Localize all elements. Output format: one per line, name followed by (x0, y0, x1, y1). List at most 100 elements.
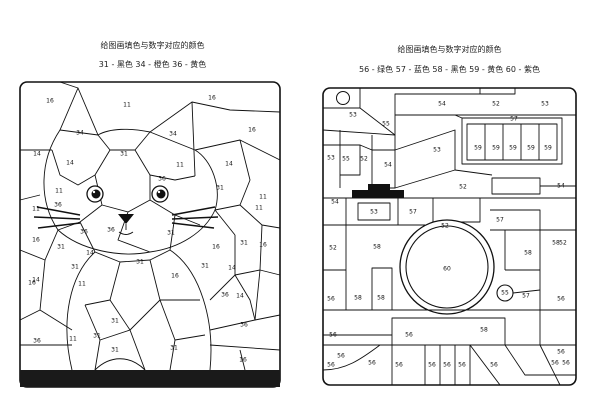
cat-region-number: 36 (33, 338, 41, 345)
camera-region-number: 57 (409, 209, 417, 216)
cat-region-number: 14 (33, 151, 41, 158)
cat-region-number: 36 (80, 229, 88, 236)
cat-region-number: 14 (225, 161, 233, 168)
camera-region-number: 53 (370, 209, 378, 216)
cat-whiskers (33, 206, 219, 229)
camera-region-number: 53 (327, 155, 335, 162)
cat-region-number: 11 (32, 206, 40, 213)
camera-region-number: 56 (329, 332, 337, 339)
cat-head-outline (43, 128, 218, 255)
camera-region-number: 58 (354, 295, 362, 302)
camera-region-number: 52 (459, 184, 467, 191)
cat-region-number: 31 (93, 333, 101, 340)
camera-region-number: 54 (438, 101, 446, 108)
cat-region-number: 31 (71, 264, 79, 271)
cat-region-number: 36 (221, 292, 229, 299)
cat-region-number: 16 (239, 357, 247, 364)
camera-region-number: 53 (433, 147, 441, 154)
camera-region-number: 56 (557, 296, 565, 303)
cat-frame (19, 81, 281, 388)
cat-region-number: 31 (170, 345, 178, 352)
cat-region-number: 31 (167, 230, 175, 237)
camera-region-number: 59 (544, 145, 552, 152)
camera-shutter-button (368, 184, 390, 190)
camera-region-number: 55 (342, 156, 350, 163)
cat-region-number: 36 (107, 227, 115, 234)
cat-region-number: 11 (69, 336, 77, 343)
cat-region-number: 31 (120, 151, 128, 158)
cat-region-number: 16 (208, 95, 216, 102)
camera-region-number: 56 (405, 332, 413, 339)
camera-region-number: 58 (373, 244, 381, 251)
camera-region-number: 58 (480, 327, 488, 334)
camera-region-number: 53 (541, 101, 549, 108)
left-page-title: 给图画填色与数字对应的颜色 (100, 41, 205, 50)
cat-body-outline (66, 251, 96, 371)
cat-base-strip (20, 370, 280, 387)
camera-lens-inner (405, 225, 489, 309)
camera-region-number: 52 (559, 240, 567, 247)
camera-region-number: 53 (349, 112, 357, 119)
cat-region-number: 16 (46, 98, 54, 105)
cat-region-number: 34 (76, 130, 84, 137)
cat-region-number: 14 (236, 293, 244, 300)
camera-region-number: 58 (552, 240, 560, 247)
cat-region-number: 31 (216, 185, 224, 192)
cat-region-number: 11 (123, 102, 131, 109)
camera-region-number: 52 (329, 245, 337, 252)
cat-region-number: 31 (111, 347, 119, 354)
camera-region-number: 52 (360, 156, 368, 163)
cat-region-number: 14 (228, 265, 236, 272)
cat-region-number: 16 (28, 280, 36, 287)
camera-region-number: 59 (492, 145, 500, 152)
left-color-legend: 31 - 黑色 34 - 橙色 36 - 黄色 (98, 60, 207, 69)
cat-region-number: 11 (176, 162, 184, 169)
camera-region-number: 54 (331, 199, 339, 206)
right-page-title: 给图画填色与数字对应的颜色 (397, 45, 502, 54)
camera-region-number: 52 (492, 101, 500, 108)
right-color-legend: 56 - 绿色 57 - 蓝色 58 - 黑色 59 - 黄色 60 - 紫色 (359, 65, 540, 74)
cat-region-number: 11 (78, 281, 86, 288)
cat-region-number: 16 (212, 244, 220, 251)
cat-region-number: 16 (32, 237, 40, 244)
camera-region-number: 52 (441, 223, 449, 230)
camera-region-number: 54 (557, 183, 565, 190)
cat-region-number: 36 (158, 176, 166, 183)
cat-ear-left (59, 87, 99, 136)
camera-frame (322, 87, 577, 386)
cat-region-number: 31 (111, 318, 119, 325)
cat-region-number: 31 (201, 263, 209, 270)
camera-region-number: 56 (490, 362, 498, 369)
cat-region-number: 16 (171, 273, 179, 280)
cat-region-number: 36 (54, 202, 62, 209)
camera-region-number: 56 (557, 349, 565, 356)
cat-region-number: 31 (57, 244, 65, 251)
cat-region-number: 36 (240, 322, 248, 329)
camera-region-number: 57 (496, 217, 504, 224)
cat-region-number: 16 (248, 127, 256, 134)
cat-region-number: 34 (169, 131, 177, 138)
camera-region-number: 56 (327, 362, 335, 369)
camera-region-number: 56 (458, 362, 466, 369)
camera-region-number: 60 (443, 266, 451, 273)
cat-region-number: 11 (259, 194, 267, 201)
cat-region-number: 14 (32, 277, 40, 284)
camera-coloring-page: 5254525353555753555254595959595953525454… (322, 87, 577, 386)
camera-region-number: 56 (395, 362, 403, 369)
cat-region-number: 16 (259, 242, 267, 249)
cat-region-number: 11 (255, 205, 263, 212)
camera-region-number: 57 (522, 293, 530, 300)
camera-region-number: 57 (510, 116, 518, 123)
cat-region-number: 14 (86, 250, 94, 257)
cat-region-number: 11 (55, 188, 63, 195)
camera-region-numbers: 5254525353555753555254595959595953525454… (327, 95, 570, 369)
camera-region-number: 58 (524, 250, 532, 257)
cat-region-number: 31 (240, 240, 248, 247)
camera-region-number: 56 (551, 360, 559, 367)
camera-region-number: 55 (382, 121, 390, 128)
camera-region-number: 55 (501, 290, 509, 297)
cat-region-number: 14 (66, 160, 74, 167)
